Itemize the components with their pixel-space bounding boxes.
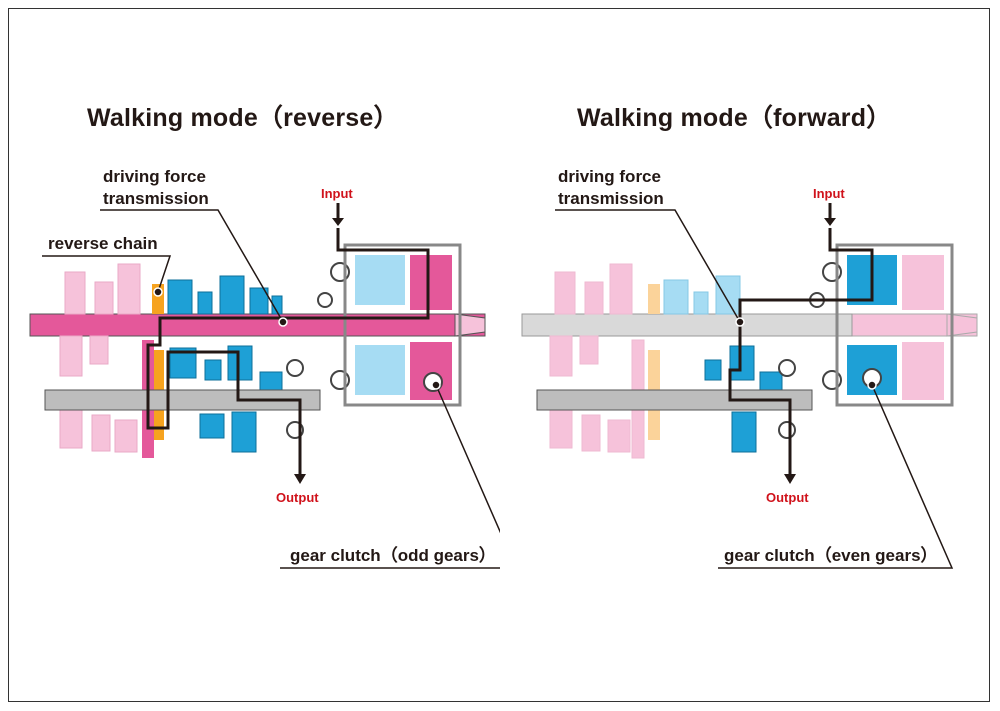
reverse-chain-dot [153, 287, 163, 297]
input-label: Input [321, 186, 353, 201]
output-label: Output [766, 490, 809, 505]
clutch-dot [867, 380, 877, 390]
even-clutch-faded-2 [355, 345, 405, 395]
driving-force-label-line2: transmission [103, 189, 209, 208]
counter-shaft [536, 389, 813, 411]
clutch-leader [280, 384, 500, 569]
clutch-label: gear clutch（odd gears） [290, 546, 496, 565]
even-gears-top [167, 275, 283, 315]
clutch-housing [835, 243, 954, 407]
transmission-diagram-reverse [29, 203, 500, 569]
driving-force-label-line1: driving force [558, 167, 661, 186]
driving-force-leader [555, 209, 741, 323]
counter-shaft [44, 389, 321, 411]
reverse-chain-label: reverse chain [48, 234, 158, 253]
clutch-label: gear clutch（even gears） [724, 546, 938, 565]
odd-clutch-faded-top [902, 255, 944, 310]
bearings [286, 262, 350, 439]
clutch-dot [431, 380, 441, 390]
shaft-spline [454, 313, 486, 337]
output-arrow-head [784, 474, 796, 484]
driving-force-label-line1: driving force [103, 167, 206, 186]
driven-shaft-segment [521, 313, 853, 337]
driving-force-dot [735, 317, 745, 327]
output-arrow-head [294, 474, 306, 484]
reverse-chain-faded-top [648, 284, 660, 314]
figure-frame [8, 8, 990, 702]
input-arrow-head [332, 218, 344, 226]
odd-clutch-top [410, 255, 452, 310]
odd-clutch-faded-bottom [902, 342, 944, 400]
faded-odd-gears-top [64, 263, 141, 315]
input-arrow-head [824, 218, 836, 226]
clutch-housing [343, 243, 462, 407]
panel-forward: Walking mode（forward） driving force tran… [500, 0, 1000, 711]
even-gears-faded [663, 275, 741, 315]
reverse-chain-leader [42, 255, 172, 293]
clutch-leader [718, 384, 954, 569]
driving-force-leader [100, 209, 284, 323]
power-flow-path [728, 228, 874, 475]
faded-odd-gears-top [554, 263, 633, 315]
input-label: Input [813, 186, 845, 201]
output-label: Output [276, 490, 319, 505]
bearings [778, 262, 842, 439]
driving-force-dot [278, 317, 288, 327]
driving-force-label-line2: transmission [558, 189, 664, 208]
panel-title: Walking mode（reverse） [87, 104, 399, 132]
power-flow-path [146, 228, 430, 475]
panel-title: Walking mode（forward） [577, 104, 892, 132]
shaft-spline [946, 313, 978, 337]
even-clutch-faded [355, 255, 405, 305]
transmission-diagram-forward [521, 203, 978, 569]
panel-reverse: Walking mode（reverse） driving force tran… [29, 104, 500, 569]
